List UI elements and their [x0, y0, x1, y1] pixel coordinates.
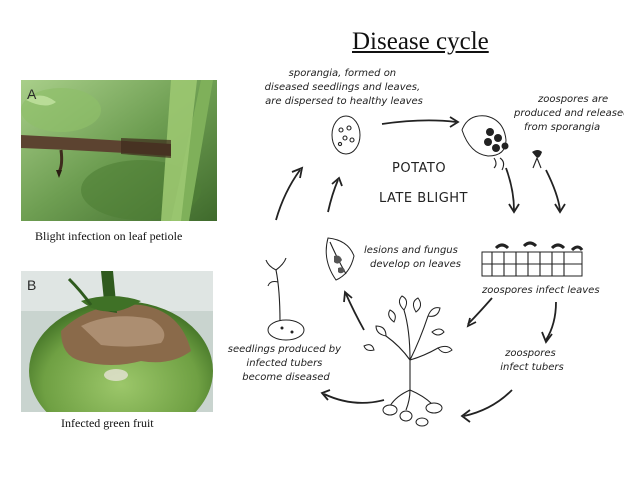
stage-lesions-text: lesions and fungus develop on leaves	[364, 245, 461, 270]
stage-zoospores-released-text: zoospores are produced and released from…	[513, 94, 624, 133]
diagram-center-line1: POTATO	[392, 161, 446, 176]
arrow-sporangia-to-zoospores	[381, 119, 457, 125]
arrow-leaf-to-tubers	[545, 301, 557, 341]
page-title: Disease cycle	[352, 28, 489, 55]
caption-photo-b: Infected green fruit	[61, 416, 154, 430]
potato-plant-sketch	[363, 295, 453, 427]
arrow-tubers-to-plant	[463, 389, 513, 417]
disease-cycle-diagram: sporangia, formed on diseased seedlings …	[228, 68, 624, 427]
stage-infect-tubers-text: zoospores infect tubers	[500, 348, 563, 373]
stage-sporangia-text: sporangia, formed on diseased seedlings …	[265, 68, 424, 107]
arrow-seedlings-to-sporangia	[275, 169, 301, 221]
seedling-sketch	[265, 257, 305, 341]
sporangium-sketch	[331, 115, 361, 155]
stage-infect-leaves-text: zoospores infect leaves	[481, 285, 600, 296]
photo-infected-fruit: B	[21, 271, 213, 412]
arrow-plant-to-seedlings	[323, 393, 385, 404]
zoospores-release-sketch	[461, 115, 542, 171]
stage-seedlings-text: seedlings produced by infected tubers be…	[228, 344, 344, 383]
leaf-infection-sketch	[481, 241, 584, 277]
lesioned-leaf-sketch	[325, 237, 355, 281]
cycle-arrows	[275, 116, 566, 423]
diagram-center-line2: LATE BLIGHT	[379, 191, 468, 206]
photo-letter-a: A	[27, 86, 37, 102]
arrow-leaf-to-plant	[467, 297, 493, 325]
arrow-release-to-leaf	[505, 167, 515, 211]
caption-photo-a: Blight infection on leaf petiole	[35, 229, 183, 243]
arrow-lesions-to-sporangia	[327, 179, 339, 213]
arrow-plant-to-lesions	[345, 293, 365, 331]
photo-leaf-petiole: A	[21, 80, 217, 221]
arrow-release-to-leaf-2	[545, 169, 561, 211]
photo-letter-b: B	[27, 277, 37, 293]
